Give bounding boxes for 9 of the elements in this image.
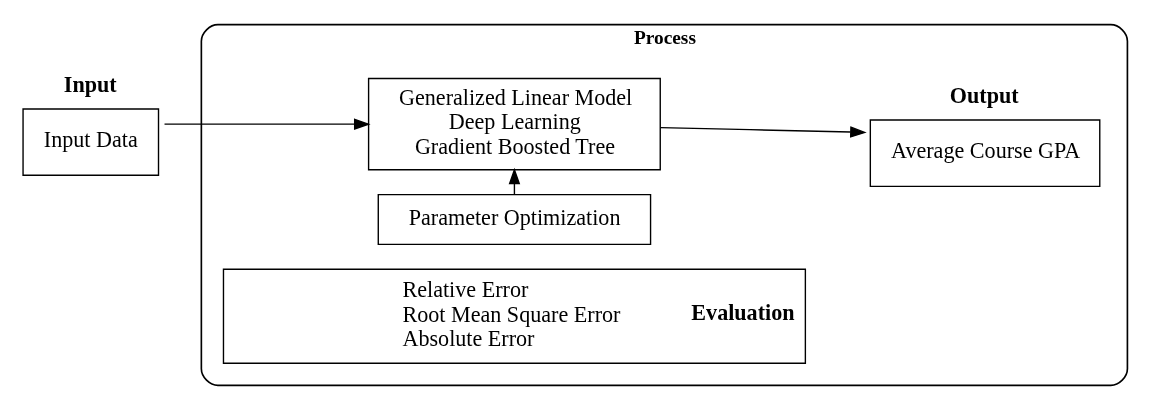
node-box: Parameter Optimization — [377, 193, 652, 246]
node-box: Input Data — [22, 108, 160, 176]
arrow — [163, 118, 371, 130]
node-box: Relative Error Root Mean Square Error Absolute Error Evaluation — [222, 268, 807, 364]
node-label: Output — [949, 83, 1019, 109]
node-box: Generalized Linear Model Deep Learning Gradient Boosted Tree — [367, 77, 661, 171]
node-box: Average Course GPA — [869, 119, 1101, 188]
arrow — [659, 126, 867, 138]
node-label: Input — [63, 72, 117, 98]
